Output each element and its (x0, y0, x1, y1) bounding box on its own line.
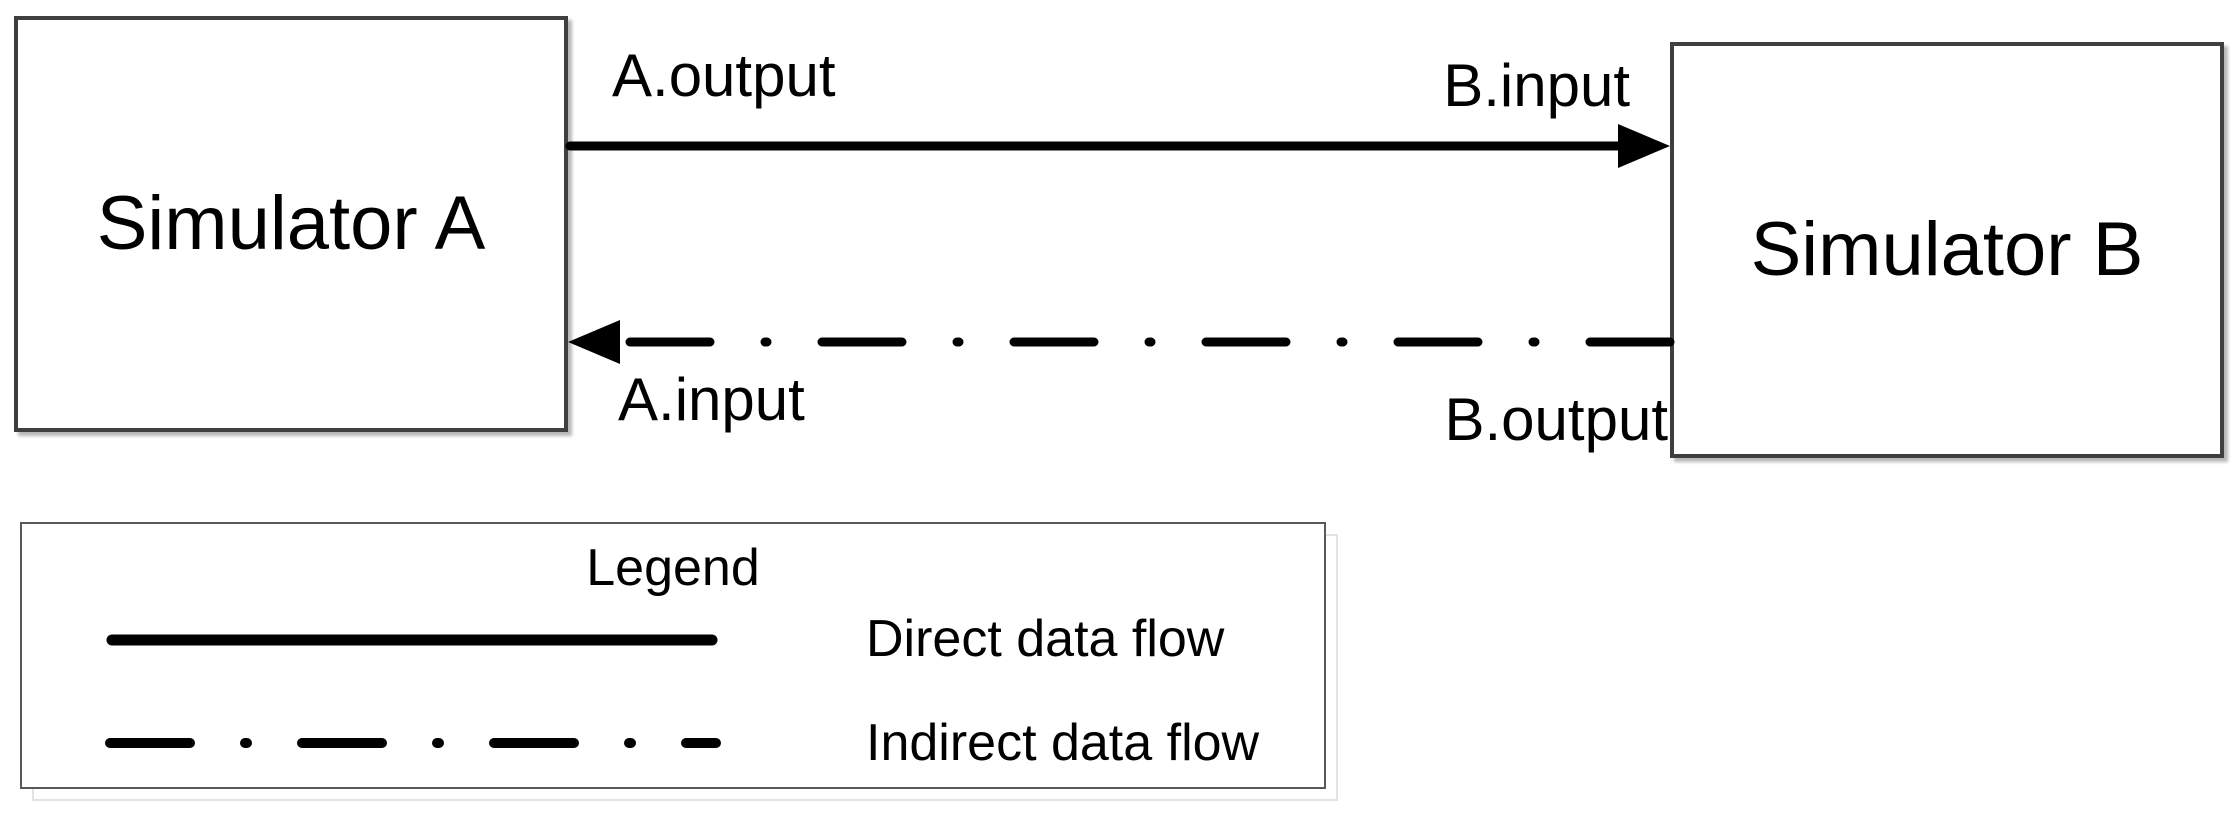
simulator-b-label: Simulator B (1750, 207, 2144, 292)
simulator-a-box: Simulator A (14, 16, 568, 432)
simulator-a-label: Simulator A (96, 181, 486, 266)
direct-flow-arrowhead-icon (1618, 124, 1670, 168)
indirect-flow-arrowhead-icon (568, 320, 620, 364)
legend-title: Legend (586, 539, 760, 597)
legend-item-label-direct: Direct data flow (866, 610, 1225, 668)
a-input-label: A.input (618, 366, 805, 433)
a-output-label: A.output (612, 42, 836, 109)
b-input-label: B.input (1443, 52, 1630, 119)
simulator-b-box: Simulator B (1670, 42, 2224, 458)
legend-box: Legend Direct data flow Indirect data fl… (20, 522, 1326, 789)
legend-item-label-indirect: Indirect data flow (866, 714, 1260, 772)
b-output-label: B.output (1444, 386, 1668, 453)
